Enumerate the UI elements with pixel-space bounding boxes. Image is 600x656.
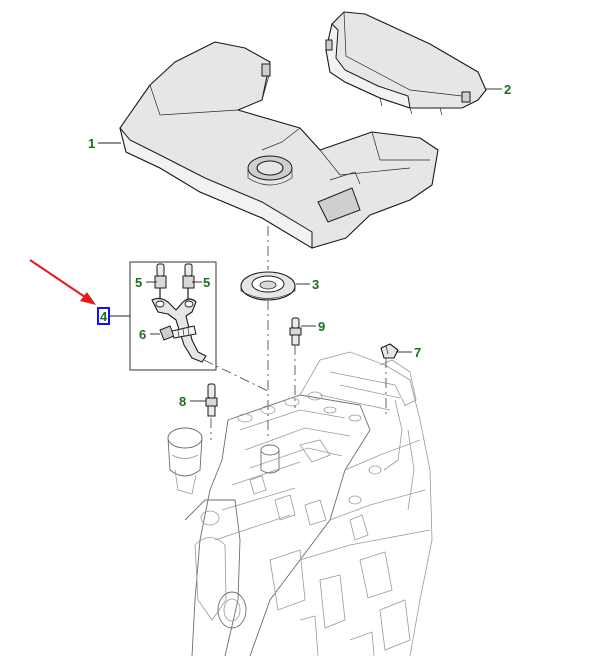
leader-lines bbox=[98, 88, 502, 402]
bolt bbox=[159, 325, 197, 341]
callout-5-right[interactable]: 5 bbox=[203, 275, 210, 290]
highlight-box bbox=[97, 307, 110, 325]
callout-1[interactable]: 1 bbox=[88, 136, 95, 151]
stud-bolt bbox=[205, 383, 218, 417]
engine-cover bbox=[119, 41, 439, 249]
engine-assembly bbox=[167, 351, 433, 656]
red-arrow bbox=[29, 259, 96, 305]
grommet bbox=[240, 271, 296, 301]
callout-labels: 1 2 3 4 5 5 6 7 8 9 bbox=[88, 82, 511, 409]
clip bbox=[380, 343, 399, 359]
callout-7[interactable]: 7 bbox=[414, 345, 421, 360]
bracket bbox=[151, 297, 207, 363]
callout-6[interactable]: 6 bbox=[139, 327, 146, 342]
callout-4[interactable]: 4 bbox=[100, 309, 108, 324]
assembly-lines bbox=[203, 226, 387, 440]
side-cover bbox=[325, 11, 487, 116]
callout-5-left[interactable]: 5 bbox=[135, 275, 142, 290]
callout-2[interactable]: 2 bbox=[504, 82, 511, 97]
callout-9[interactable]: 9 bbox=[318, 319, 325, 334]
stud-small bbox=[289, 317, 302, 346]
callout-3[interactable]: 3 bbox=[312, 277, 319, 292]
callout-8[interactable]: 8 bbox=[179, 394, 186, 409]
